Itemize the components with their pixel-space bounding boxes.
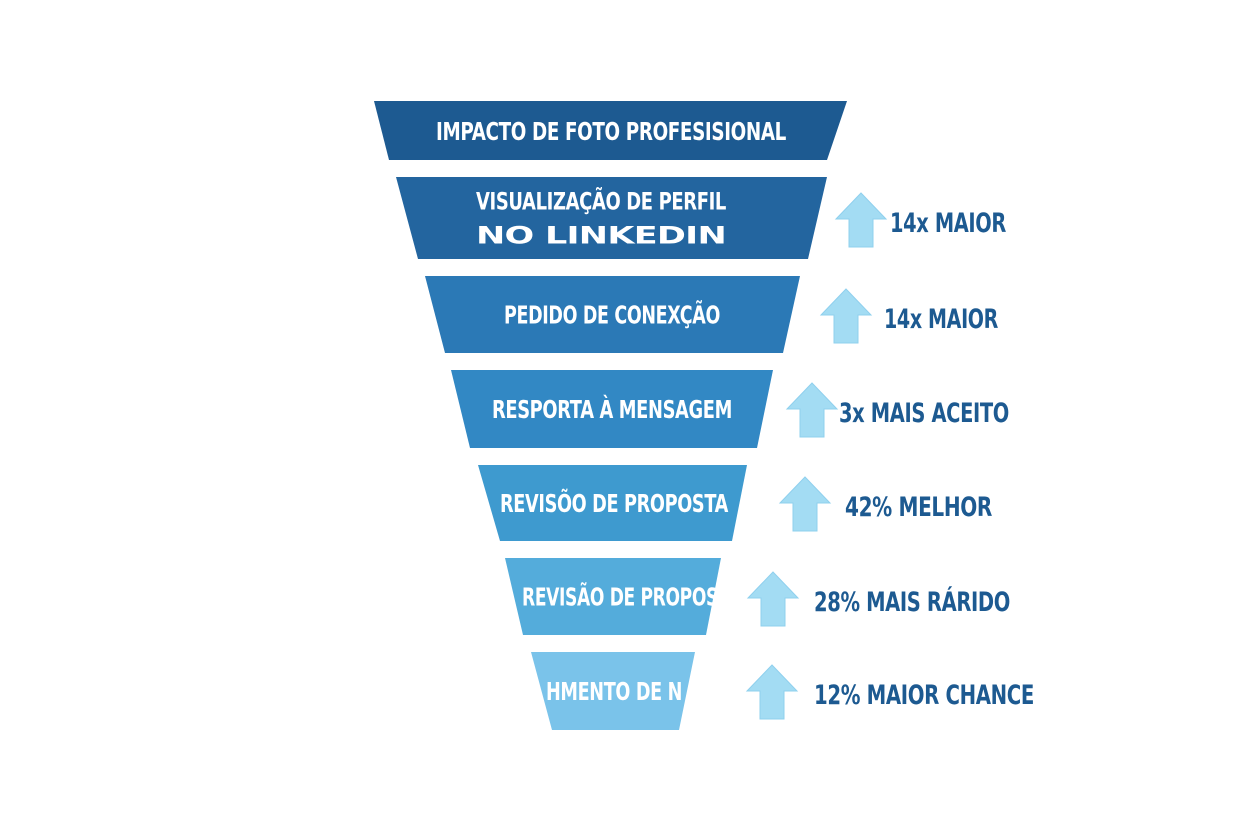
stat-text: 28% MAIS RÁRIDO [814,586,1010,618]
funnel-tier-label: VISUALIZAÇÃO DE PERFIL [476,187,726,216]
stat-text: 12% MAIOR CHANCE [814,680,1034,711]
up-arrow-icon [834,192,888,248]
funnel-tier-label: NO LINKEDIN [476,222,726,250]
up-arrow-icon [745,664,799,720]
funnel-title-shape [374,101,847,160]
funnel-tier: HMENTO DE N [531,652,695,730]
funnel-tier: REVISÃO DE PROPOS [505,558,721,635]
up-arrow-icon [819,288,873,344]
funnel-tier-label: REVISÃO DE PROPOS [522,583,718,612]
funnel-tier-label: PEDIDO DE CONEXÇÃO [504,301,720,330]
funnel-tier: PEDIDO DE CONEXÇÃO [425,276,800,353]
funnel-tier-shape [505,558,721,635]
funnel-tiers: VISUALIZAÇÃO DE PERFIL NO LINKEDIN PEDIDO … [396,177,827,730]
stat-item: 28% MAIS RÁRIDO [746,571,1011,627]
funnel-tier-shape [451,370,773,448]
funnel-tier-label: RESPORTA À MENSAGEM [492,395,732,424]
stat-item: 14x MAIOR [819,288,999,344]
funnel-title-segment: IMPACTO DE FOTO PROFESISIONAL [374,101,847,160]
funnel-tier-shape [531,652,695,730]
stat-item: 14x MAIOR [834,192,1007,248]
stat-text: 14x MAIOR [890,208,1007,239]
funnel-tier-label: REVISÕO DE PROPOSTA [500,488,729,518]
stat-item: 12% MAIOR CHANCE [745,664,1035,720]
funnel-title-text: IMPACTO DE FOTO PROFESISIONAL [436,117,786,146]
stat-item: 42% MELHOR [778,476,993,532]
funnel-tier-shape [396,177,827,259]
funnel-tier-label: HMENTO DE N [546,677,682,706]
up-arrow-icon [778,476,832,532]
up-arrow-icon [785,382,839,438]
stats-column: 14x MAIOR 14x MAIOR 3x MAIS ACEITO 42% MELH… [745,192,1035,720]
stat-text: 42% MELHOR [845,492,993,523]
funnel-tier: RESPORTA À MENSAGEM [451,370,773,448]
stat-item: 3x MAIS ACEITO [785,382,1010,438]
up-arrow-icon [746,571,800,627]
stat-text: 14x MAIOR [884,304,998,335]
funnel-tier-shape [425,276,800,353]
funnel-tier-shape [478,465,747,541]
stat-text: 3x MAIS ACEITO [839,398,1009,429]
funnel-tier: VISUALIZAÇÃO DE PERFIL NO LINKEDIN [396,177,827,259]
funnel-tier: REVISÕO DE PROPOSTA [478,465,747,541]
